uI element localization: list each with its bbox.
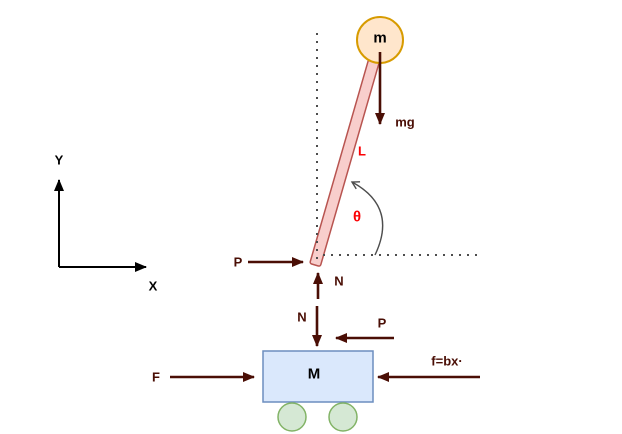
x-axis-label: X bbox=[148, 278, 158, 294]
theta-angle-arc-arrow bbox=[350, 181, 384, 256]
y-axis-label: Y bbox=[54, 152, 64, 168]
coordinate-axes bbox=[54, 179, 147, 272]
cart-mass-label: M bbox=[307, 365, 321, 383]
pivot-force-n-label: N bbox=[334, 273, 344, 289]
friction-force-label: f=bx· bbox=[431, 353, 463, 369]
pendulum-mass-label: m bbox=[373, 29, 387, 47]
theta-angle-label: θ bbox=[352, 208, 362, 226]
pivot-force-p-label: P bbox=[233, 254, 243, 270]
cart-force-p-label: P bbox=[377, 315, 387, 331]
rod-length-label: L bbox=[358, 143, 366, 159]
cart-left-wheel bbox=[277, 402, 307, 432]
cart-body bbox=[262, 350, 374, 403]
pendulum-rod bbox=[309, 47, 383, 267]
applied-force-f-label: F bbox=[152, 369, 160, 385]
cart-force-n-label: N bbox=[297, 309, 307, 325]
cart-right-wheel bbox=[328, 402, 358, 432]
weight-mg-label: mg bbox=[395, 114, 415, 130]
